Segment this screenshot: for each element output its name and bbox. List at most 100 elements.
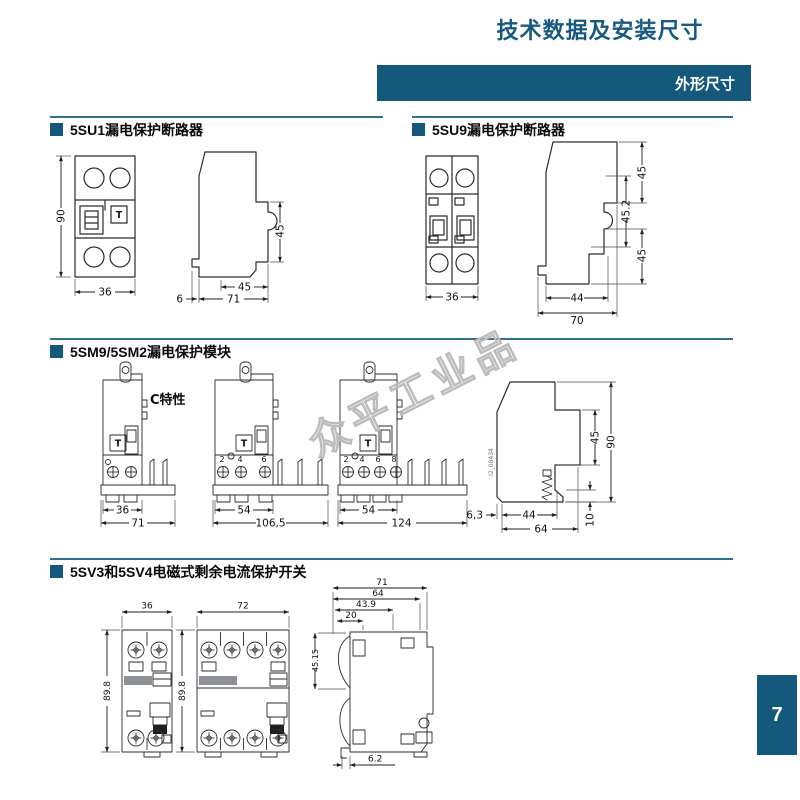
dim-label: 124	[391, 518, 411, 530]
sv-dim-mid: 43.9	[334, 600, 394, 630]
sv4-label-strip	[199, 676, 237, 685]
sm2-dim-total: 106,5	[212, 500, 329, 530]
sm-dim-clip: 6,3	[466, 504, 498, 522]
sv2-toggle-grip	[153, 725, 167, 734]
dim-label: 54	[237, 505, 251, 517]
terminal-number: 8	[391, 455, 396, 464]
page-title: 技术数据及安装尺寸	[496, 18, 704, 43]
terminal-number: 4	[237, 455, 242, 464]
su9-front-view	[425, 155, 479, 285]
sv2-dim-height: 89.8	[101, 629, 120, 753]
sm-dim-height: 90	[557, 381, 618, 503]
dim-label: 71	[376, 578, 387, 588]
dim-label: 45	[637, 249, 649, 262]
dim-label: 45	[637, 166, 649, 179]
dim-label: 71	[131, 518, 144, 530]
section-title: 5SV3和5SV4电磁式剩余电流保护开关	[70, 564, 307, 580]
section-banner: 外形尺寸	[377, 65, 751, 101]
sm1-dim-total: 71	[100, 500, 176, 530]
drawing-5su1: T 90 36 45 45 71 6	[56, 151, 287, 306]
sv-dim-height: 45.15	[311, 632, 346, 690]
dim-label: 45.15	[311, 649, 320, 672]
page-number-box: 7	[757, 675, 797, 755]
sm-side-view	[496, 381, 581, 503]
section-title: 5SU9漏电保护断路器	[432, 122, 566, 138]
su9-dim-top: 45	[606, 141, 649, 204]
dim-label: 106,5	[255, 518, 285, 530]
dim-label: 89.8	[178, 681, 188, 701]
dim-label: 45	[275, 224, 287, 237]
dim-label: 90	[606, 435, 618, 448]
sv-4pole-front-view	[196, 629, 290, 758]
su1-dim-clip: 6	[176, 271, 198, 306]
su9-dim-total: 70	[537, 205, 618, 327]
sm-module3-view	[337, 361, 468, 503]
drawing-5sm-modules: T C特性 36 71 T 2 4 6 54	[100, 320, 618, 536]
sm-dim-recess: 45	[557, 409, 602, 466]
section-title: 5SM9/5SM2漏电保护模块	[70, 344, 232, 360]
su1-side-view	[191, 151, 278, 278]
section-header-5su1: 5SU1漏电保护断路器	[50, 116, 383, 137]
dim-label: 45.2	[621, 200, 633, 223]
su9-dim-rail: 44	[545, 256, 609, 305]
terminal-number: 6	[375, 455, 380, 464]
dim-label: 36	[141, 602, 153, 612]
sm3-dim-total: 124	[337, 500, 468, 530]
su9-dim-width: 36	[425, 286, 479, 304]
sv4-dim-height: 89.8	[176, 629, 195, 753]
sv4-dim-width: 72	[196, 602, 290, 628]
test-button-label: T	[116, 210, 123, 221]
test-button-label: T	[241, 439, 248, 450]
dim-label: 71	[227, 294, 240, 306]
sm2-dim-width: 54	[214, 500, 274, 517]
terminal-number: 2	[343, 455, 348, 464]
section-header-5sm: 5SM9/5SM2漏电保护模块	[50, 338, 733, 359]
sv4-toggle-grip	[270, 725, 284, 734]
su9-side-view	[537, 141, 618, 285]
su9-dim-bottom: 45	[591, 228, 649, 285]
dim-label: 6,3	[466, 510, 483, 522]
sm-module2-view	[212, 361, 329, 503]
section-bullet	[412, 123, 425, 136]
dim-label: 45	[238, 282, 251, 294]
dim-label: 90	[56, 209, 68, 222]
drawing-5sv: 36 89.8 72 89.8	[101, 578, 434, 769]
sv-dim-back: 64	[332, 589, 421, 630]
dim-label: 44	[570, 293, 584, 305]
su1-dim-width: 36	[74, 279, 136, 299]
dim-label: 36	[116, 505, 130, 517]
terminal-number: 2	[219, 455, 224, 464]
sm1-dim-width: 36	[102, 500, 143, 517]
dim-label: 45	[590, 431, 602, 444]
dim-label: 44	[522, 510, 536, 522]
terminal-number: 4	[359, 455, 364, 464]
section-header-5sv: 5SV3和5SV4电磁式剩余电流保护开关	[50, 558, 733, 579]
dim-label: 6	[176, 294, 183, 306]
su1-dim-depth: 45	[220, 264, 269, 303]
dim-label: 72	[237, 602, 248, 612]
terminal-number: 6	[261, 455, 266, 464]
sv-2pole-front-view	[121, 629, 173, 758]
test-button-label: T	[365, 439, 372, 450]
sm-dim-total: 64	[501, 467, 579, 536]
section-title: 5SU1漏电保护断路器	[70, 122, 204, 138]
su1-dim-recess: 45	[270, 201, 287, 263]
sm-dim-base: 10	[566, 481, 597, 527]
dim-label: 36	[445, 292, 459, 304]
section-bullet	[50, 345, 63, 358]
sv-dim-front: 20	[336, 611, 364, 630]
dim-label: 64	[372, 589, 384, 599]
dim-label: 36	[98, 287, 112, 299]
su9-dim-mid: 45.2	[591, 175, 633, 248]
sm-dim-rail: 44	[501, 492, 558, 533]
sv-side-view	[338, 631, 434, 759]
sv2-label-strip	[124, 676, 152, 685]
su1-dim-total: 71	[198, 279, 269, 306]
characteristic-note: C特性	[150, 392, 186, 408]
dim-label: 6.2	[368, 755, 382, 765]
page-number: 7	[771, 703, 783, 726]
drawing-ref-code: I2_08434	[488, 448, 495, 476]
test-button-label: T	[115, 439, 122, 450]
su1-dim-height: 90	[56, 155, 71, 278]
sv2-dim-width: 36	[121, 602, 173, 628]
